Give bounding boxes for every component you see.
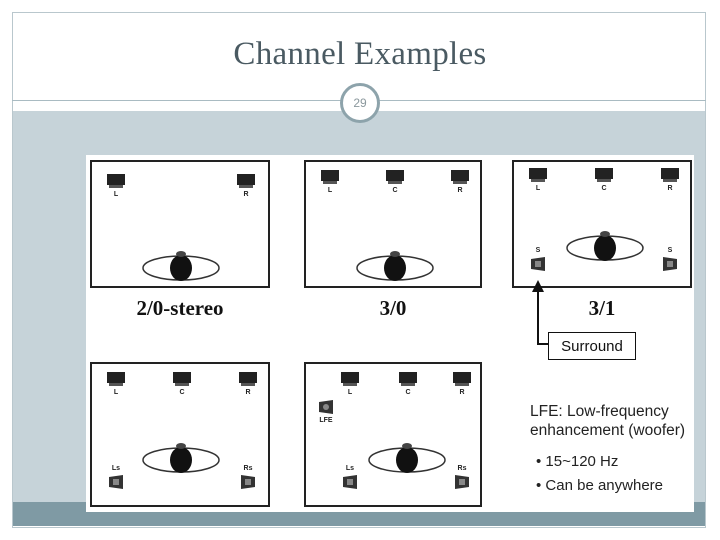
speaker-icon [321,170,339,184]
speaker-label: R [459,389,465,396]
speaker-label: R [667,185,673,192]
speaker-icon [399,372,417,386]
speaker-r: R [228,172,264,206]
speaker-icon [107,372,125,386]
panel-3-0: L C R [304,160,482,288]
speaker-lfe: LFE [308,398,344,432]
surround-arrow [532,280,548,345]
lfe-description: LFE: Low-frequency enhancement (woofer) [530,403,686,439]
speaker-label: L [327,187,333,194]
speaker-icon [451,170,469,184]
speaker-c: C [586,166,622,200]
panel-caption: 3/1 [588,296,616,320]
speaker-label: L [535,185,541,192]
speaker-r: R [652,166,688,200]
speaker-label: R [243,191,249,198]
speaker-c: C [390,370,426,404]
surround-speaker-icon [109,475,123,489]
bullet-frequency-range: • 15~120 Hz [536,453,619,470]
speaker-icon [341,372,359,386]
surround-speaker-icon [455,475,469,489]
panel-3-2-lfe: LFE L C R Ls Rs [304,362,482,507]
speaker-icon [237,174,255,188]
panel-caption: 3/0 [379,296,407,320]
speaker-icon [453,372,471,386]
speaker-rs: Rs [444,464,480,498]
speaker-l: L [98,172,134,206]
speaker-l: L [98,370,134,404]
speaker-label: Ls [111,465,121,472]
speaker-label: L [347,389,353,396]
page-number-badge: 29 [340,83,380,123]
speaker-label: L [113,389,119,396]
speaker-l: L [312,168,348,202]
slide-title: Channel Examples [233,36,487,72]
speaker-label: S [535,247,541,254]
listener-icon [136,440,226,476]
speaker-icon [107,174,125,188]
speaker-label: R [457,187,463,194]
speaker-label: C [179,389,185,396]
panel-stereo: L R [90,160,270,288]
speaker-s-left: S [520,246,556,280]
speaker-label: Rs [457,465,467,472]
surround-speaker-icon [343,475,357,489]
speaker-l: L [332,370,368,404]
speaker-c: C [164,370,200,404]
listener-icon [350,248,440,284]
speaker-icon [529,168,547,182]
speaker-label: Rs [243,465,253,472]
speaker-s-right: S [652,246,688,280]
panel-3-1: L C R S S [512,160,692,288]
speaker-icon [661,168,679,182]
surround-speaker-icon [663,257,677,271]
speaker-label: L [113,191,119,198]
speaker-icon [239,372,257,386]
speaker-r: R [444,370,480,404]
speaker-icon [595,168,613,182]
slide-frame [12,12,706,528]
speaker-icon [386,170,404,184]
listener-icon [136,248,226,284]
speaker-ls: Ls [332,464,368,498]
speaker-label: S [667,247,673,254]
speaker-label: R [245,389,251,396]
speaker-rs: Rs [230,464,266,498]
speaker-icon [173,372,191,386]
speaker-label: C [405,389,411,396]
woofer-icon [319,400,333,414]
speaker-r: R [442,168,478,202]
speaker-label: Ls [345,465,355,472]
speaker-label: C [392,187,398,194]
speaker-r: R [230,370,266,404]
speaker-label: LFE [319,417,333,424]
listener-icon [362,440,452,476]
surround-speaker-icon [241,475,255,489]
speaker-c: C [377,168,413,202]
surround-speaker-icon [531,257,545,271]
listener-icon [560,228,650,264]
speaker-ls: Ls [98,464,134,498]
surround-label: Surround [548,332,636,360]
bullet-placement: • Can be anywhere [536,477,663,494]
speaker-l: L [520,166,556,200]
panel-3-2: L C R Ls Rs [90,362,270,507]
panel-caption: 2/0-stereo [136,296,224,320]
speaker-label: C [601,185,607,192]
